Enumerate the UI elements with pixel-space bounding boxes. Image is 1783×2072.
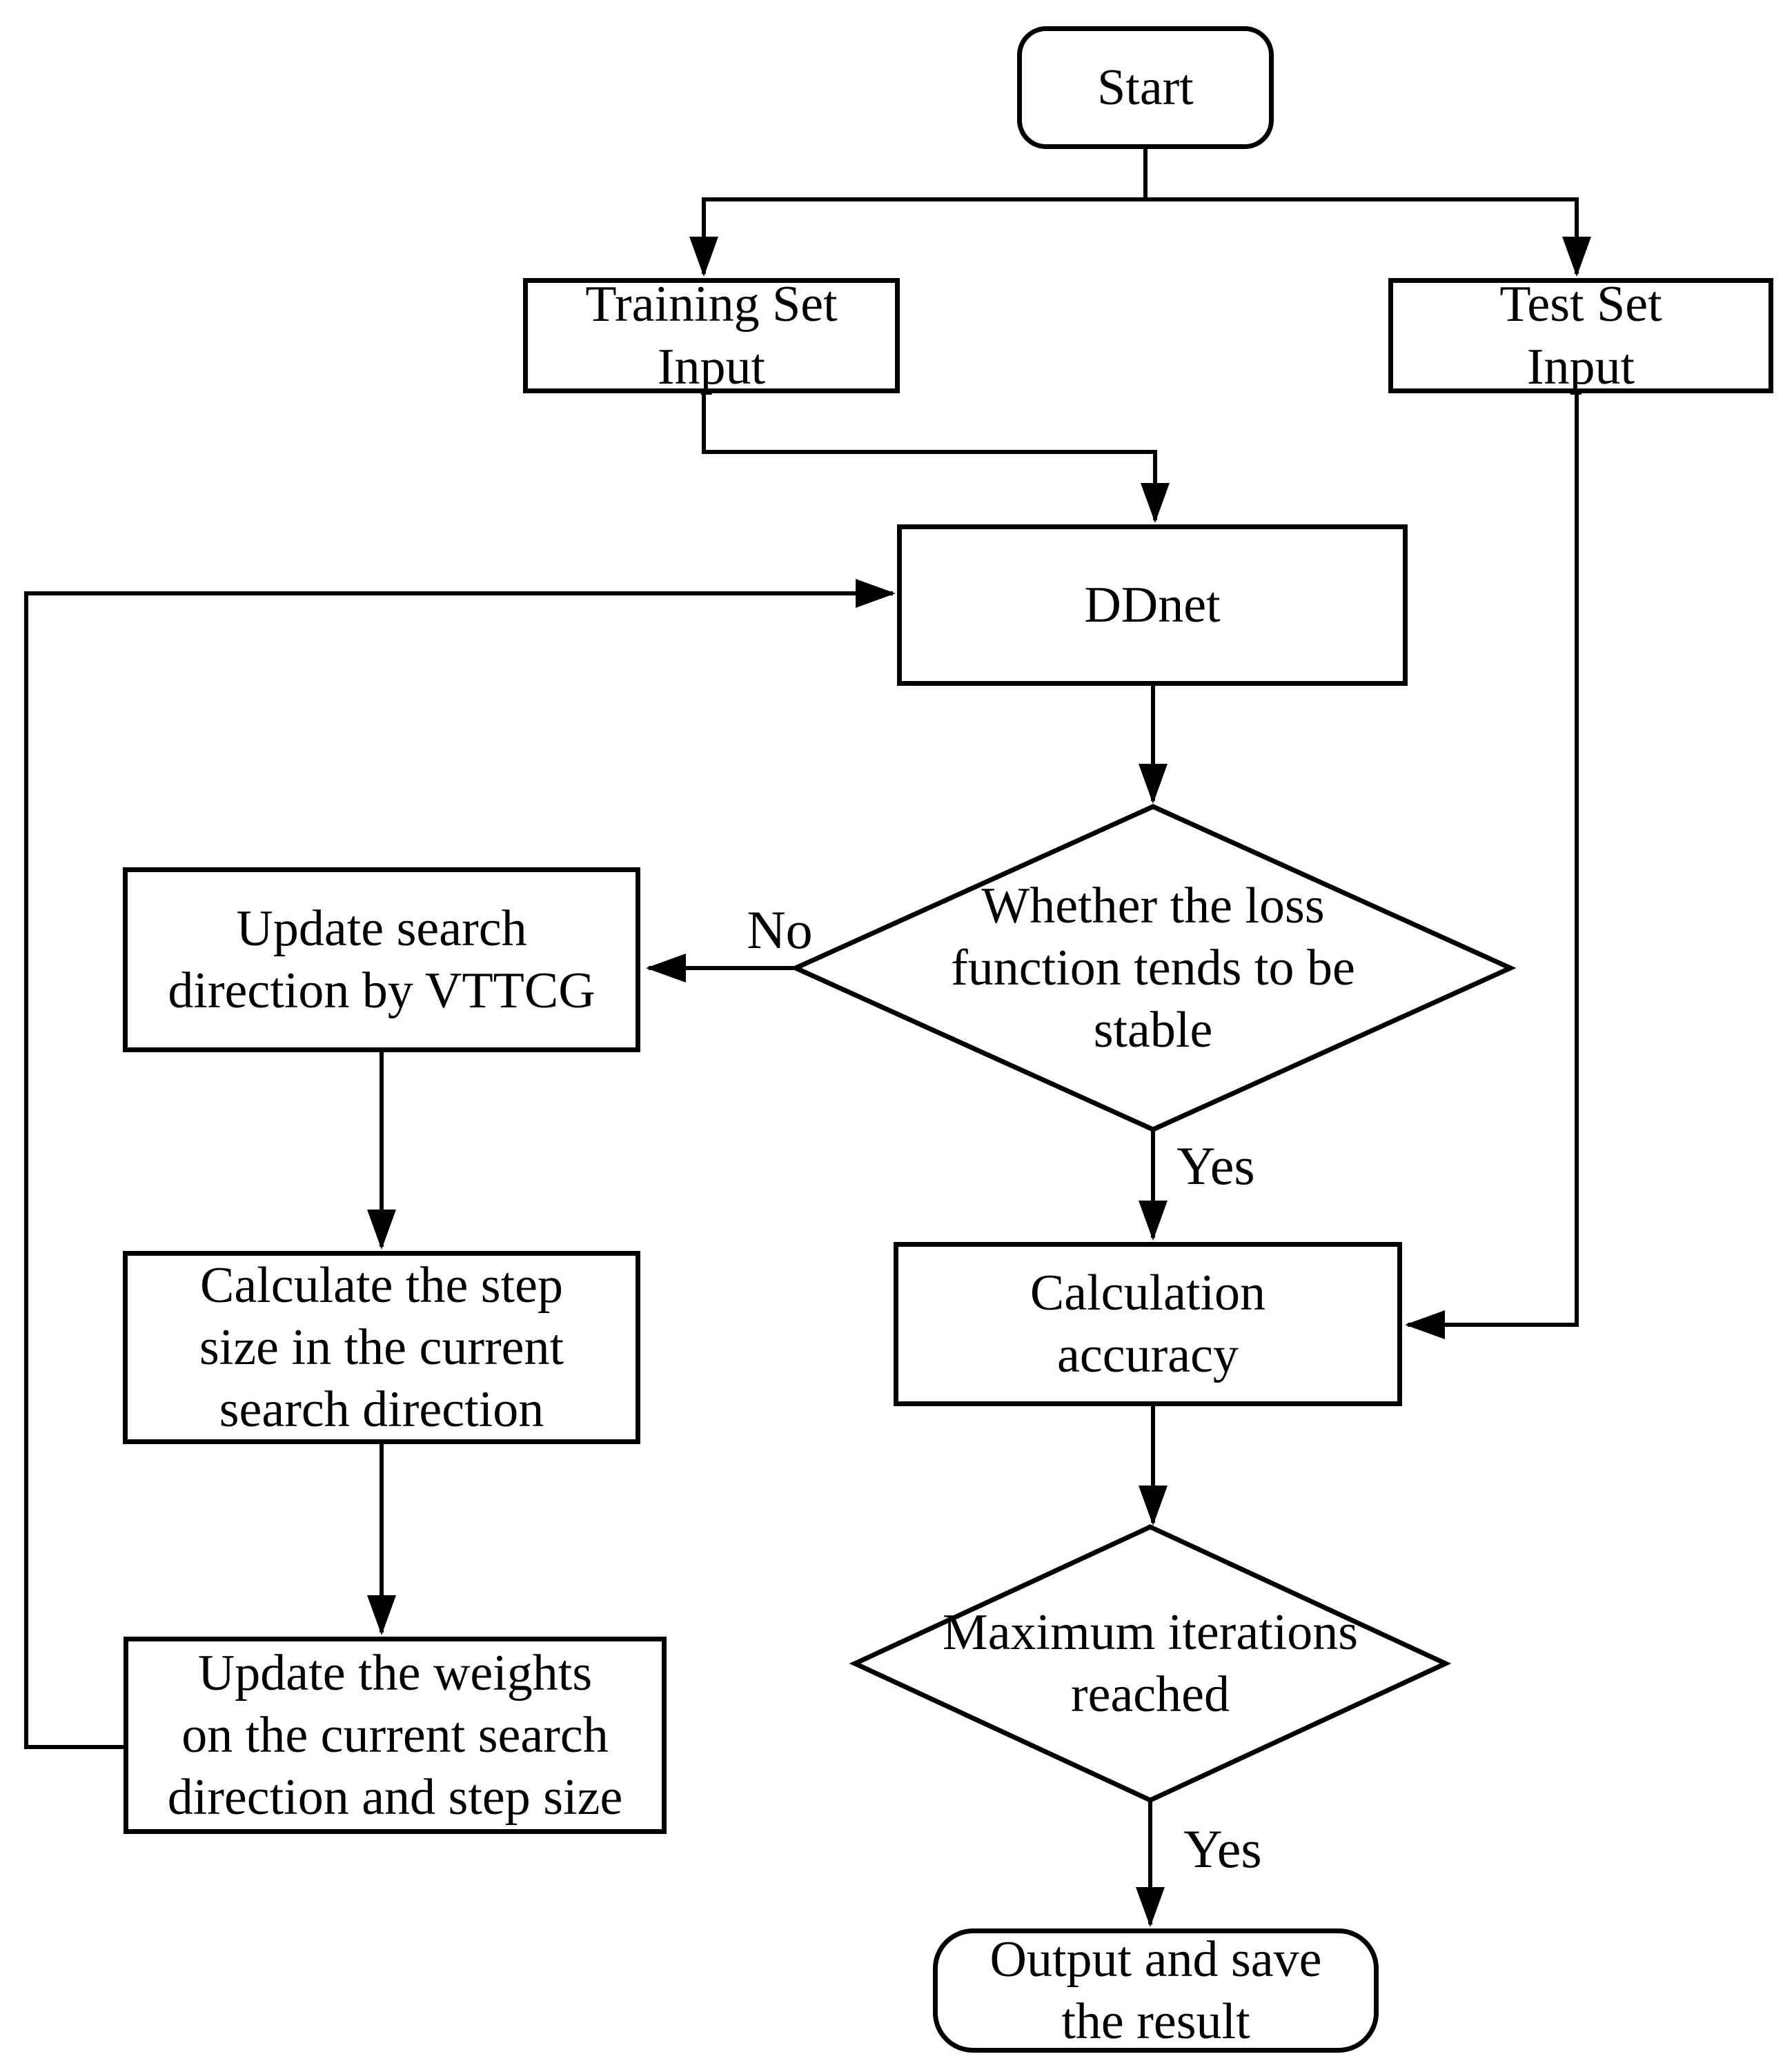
edge-label-no-text: No — [747, 900, 813, 960]
edge-label-no: No — [704, 901, 856, 959]
output-result-node: Output and save the result — [933, 1928, 1379, 2053]
start-label: Start — [1097, 59, 1194, 116]
ddnet-label: DDnet — [1084, 576, 1221, 633]
ddnet-node: DDnet — [897, 524, 1408, 686]
calculate-step-size-label: Calculate the step size in the current s… — [199, 1256, 564, 1439]
training-set-input-node: Training Set Input — [523, 276, 900, 395]
update-weights-label: Update the weights on the current search… — [167, 1644, 623, 1826]
decision-max-iterations-label: Maximum iterations reached — [942, 1604, 1359, 1723]
calculation-accuracy-label: Calculation accuracy — [1030, 1264, 1266, 1383]
edge-label-yes-loss-text: Yes — [1176, 1136, 1255, 1196]
decision-loss-stable-shape — [789, 804, 1517, 1132]
decision-max-iterations-node: Maximum iterations reached — [888, 1599, 1412, 1728]
calculation-accuracy-node: Calculation accuracy — [894, 1242, 1402, 1406]
decision-loss-stable-node: Whether the loss function tends to be st… — [905, 878, 1401, 1059]
calculate-step-size-node: Calculate the step size in the current s… — [123, 1251, 640, 1444]
edge-training-ddnet — [702, 393, 1170, 523]
edge-label-yes-iterations-text: Yes — [1183, 1819, 1262, 1879]
edge-label-yes-loss: Yes — [1140, 1137, 1292, 1195]
edge-label-yes-iterations: Yes — [1147, 1820, 1299, 1878]
training-set-input-label: Training Set Input — [585, 276, 838, 395]
output-result-label: Output and save the result — [989, 1931, 1322, 2050]
decision-loss-stable-label: Whether the loss function tends to be st… — [951, 877, 1355, 1059]
test-set-input-label: Test Set Input — [1499, 276, 1662, 395]
update-weights-node: Update the weights on the current search… — [124, 1637, 667, 1834]
update-search-direction-label: Update search direction by VTTCG — [168, 900, 595, 1019]
test-set-input-node: Test Set Input — [1388, 276, 1773, 395]
decision-max-iterations-shape — [849, 1524, 1452, 1803]
start-node: Start — [1017, 26, 1274, 149]
edge-test-accuracy — [1405, 392, 1579, 1339]
update-search-direction-node: Update search direction by VTTCG — [123, 867, 640, 1052]
edge-weights-ddnet-feedback — [24, 579, 896, 1749]
